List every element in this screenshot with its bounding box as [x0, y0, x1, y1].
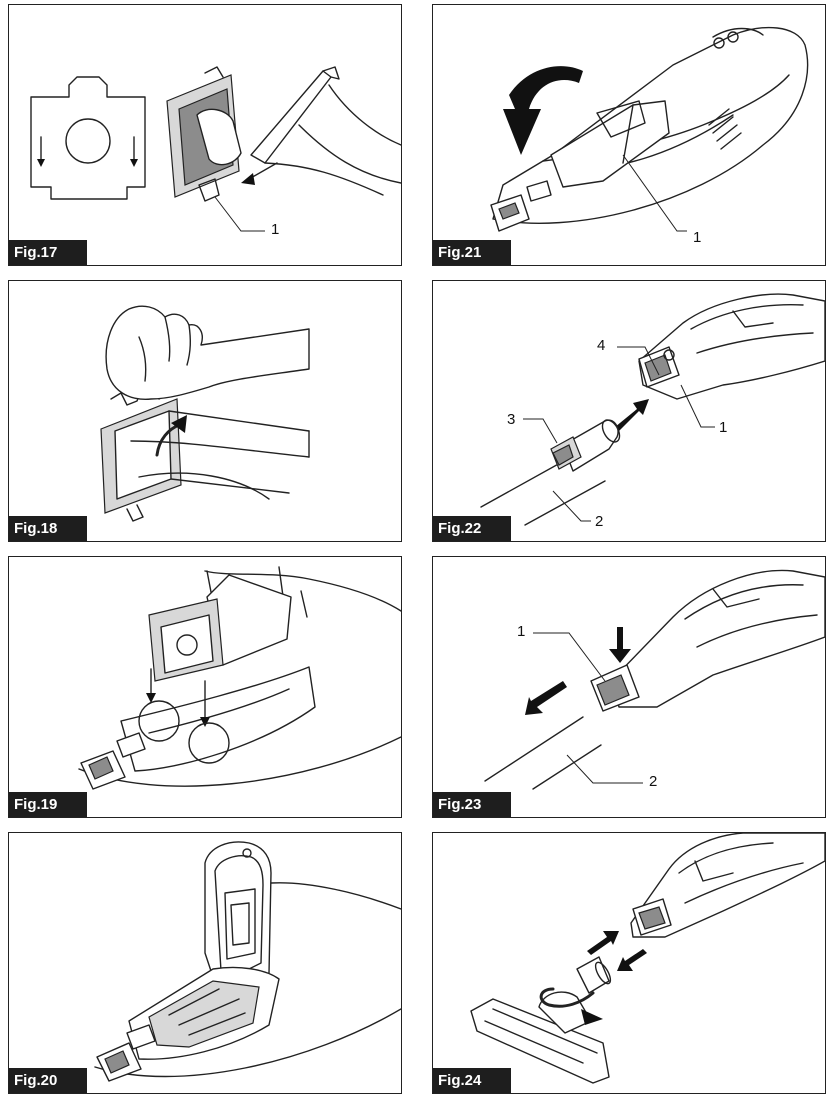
figure-18-panel: Fig.18 [8, 280, 402, 542]
fig23-illustration [484, 569, 825, 790]
fig22-illustration [480, 293, 825, 526]
fig22-callout-3: 3 [507, 411, 516, 428]
fig22-callout-1: 1 [719, 419, 728, 436]
figure-21-panel: 1 Fig.21 [432, 4, 826, 266]
figure-17-panel: 1 Fig.17 [8, 4, 402, 266]
fig18-label: Fig.18 [9, 516, 87, 541]
fig24-label: Fig.24 [433, 1068, 511, 1093]
figure-19-panel: Fig.19 [8, 556, 402, 818]
fig22-callout-2: 2 [595, 513, 604, 530]
fig23-callout-1: 1 [517, 623, 526, 640]
figure-24-panel: Fig.24 [432, 832, 826, 1094]
fig21-callout-1: 1 [693, 229, 702, 246]
fig17-callout-1: 1 [271, 221, 280, 238]
fig17-label: Fig.17 [9, 240, 87, 265]
fig20-label: Fig.20 [9, 1068, 87, 1093]
fig18-illustration [100, 305, 310, 522]
figure-20-panel: Fig.20 [8, 832, 402, 1094]
figure-23-panel: 1 2 Fig.23 [432, 556, 826, 818]
fig24-illustration [470, 833, 825, 1084]
figure-22-panel: 4 3 1 2 Fig.22 [432, 280, 826, 542]
fig19-label: Fig.19 [9, 792, 87, 817]
fig21-illustration [490, 26, 809, 232]
fig19-illustration [78, 566, 401, 790]
fig17-illustration [30, 66, 401, 232]
fig23-callout-2: 2 [649, 773, 658, 790]
fig20-illustration [94, 841, 401, 1082]
fig22-callout-4: 4 [597, 337, 606, 354]
fig23-label: Fig.23 [433, 792, 511, 817]
fig21-label: Fig.21 [433, 240, 511, 265]
fig22-label: Fig.22 [433, 516, 511, 541]
